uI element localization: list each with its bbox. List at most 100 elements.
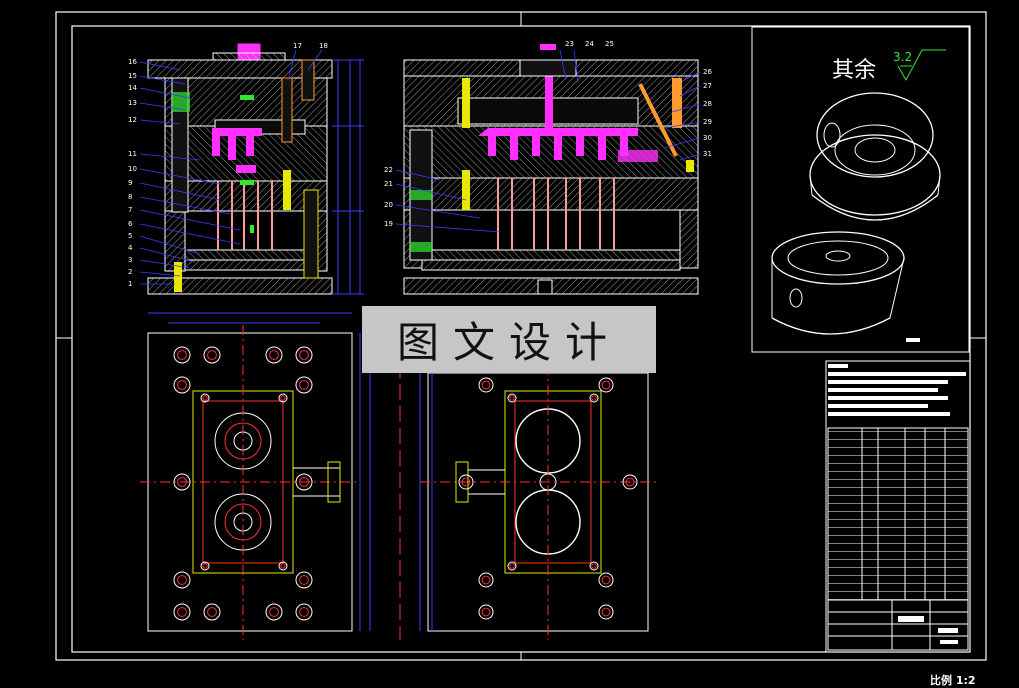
bolt-hole	[299, 607, 309, 617]
watermark-banner: 图文设计	[362, 306, 656, 373]
bolt-hole	[265, 603, 283, 621]
bolt-hole	[299, 575, 309, 585]
bolt-hole	[295, 603, 313, 621]
bolt-hole	[622, 474, 638, 490]
part-label-30: 30	[703, 134, 712, 142]
bolt-hole	[601, 575, 611, 585]
bolt-hole	[173, 603, 191, 621]
bolt-hole	[295, 346, 313, 364]
part-label-19: 19	[384, 220, 393, 228]
part-label-22: 22	[384, 166, 393, 174]
bolt-hole	[299, 350, 309, 360]
part-label-1: 1	[128, 280, 132, 288]
bolt-hole	[299, 477, 309, 487]
bolt-hole	[177, 477, 187, 487]
bolt-holes	[173, 346, 638, 621]
part-label-15: 15	[128, 72, 137, 80]
bolt-hole	[601, 380, 611, 390]
part-label-11: 11	[128, 150, 137, 158]
bolt-hole	[177, 380, 187, 390]
screw-hole	[591, 563, 597, 569]
surface-note-label: 其余	[832, 58, 877, 83]
bolt-hole	[295, 376, 313, 394]
bolt-hole	[173, 571, 191, 589]
screw-hole	[589, 393, 599, 403]
left-plan-view	[140, 312, 371, 640]
screw-hole	[278, 561, 288, 571]
bolt-hole	[177, 350, 187, 360]
part-label-28: 28	[703, 100, 712, 108]
screw-hole	[507, 561, 517, 571]
bolt-hole	[625, 477, 635, 487]
sheet-border	[55, 11, 987, 661]
screw-hole	[202, 395, 208, 401]
bolt-hole	[598, 572, 614, 588]
screw-hole	[280, 563, 286, 569]
screw-hole	[202, 563, 208, 569]
part-label-31: 31	[703, 150, 712, 158]
bolt-hole	[295, 571, 313, 589]
part-label-7: 7	[128, 206, 132, 214]
part-label-16: 16	[128, 58, 137, 66]
screw-hole	[280, 395, 286, 401]
screw-hole	[507, 393, 517, 403]
bolt-hole	[203, 603, 221, 621]
bolt-hole	[601, 607, 611, 617]
bolt-hole	[299, 380, 309, 390]
left-section-view	[139, 43, 364, 295]
part-label-25: 25	[605, 40, 614, 48]
part-view-box	[751, 26, 970, 353]
bolt-hole	[203, 346, 221, 364]
roughness-value: 3.2	[893, 50, 913, 64]
part-label-24: 24	[585, 40, 594, 48]
part-label-6: 6	[128, 220, 133, 228]
part-label-13: 13	[128, 99, 137, 107]
screw-hole	[509, 563, 515, 569]
part-label-27: 27	[703, 82, 712, 90]
screw-hole	[589, 561, 599, 571]
part-label-21: 21	[384, 180, 393, 188]
bolt-hole	[269, 607, 279, 617]
screw-hole	[591, 395, 597, 401]
right-section-view	[395, 44, 701, 295]
part-label-8: 8	[128, 193, 132, 201]
screw-hole	[509, 395, 515, 401]
part-label-9: 9	[128, 179, 132, 187]
scale-text: 比例 1:2	[930, 674, 976, 687]
part-label-20: 20	[384, 201, 393, 209]
part-label-5: 5	[128, 232, 132, 240]
bolt-hole	[265, 346, 283, 364]
part-label-23: 23	[565, 40, 574, 48]
bolt-hole	[478, 604, 494, 620]
bolt-hole	[173, 346, 191, 364]
bolt-hole	[458, 474, 474, 490]
bolt-hole	[481, 380, 491, 390]
part-label-4: 4	[128, 244, 133, 252]
bolt-hole	[173, 473, 191, 491]
part-label-12: 12	[128, 116, 137, 124]
right-plan-view	[399, 340, 656, 640]
part-label-14: 14	[128, 84, 137, 92]
bolt-hole	[461, 477, 471, 487]
bolt-hole	[478, 377, 494, 393]
bolt-hole	[173, 376, 191, 394]
screw-hole	[200, 393, 210, 403]
bolt-hole	[177, 575, 187, 585]
bolt-hole	[481, 575, 491, 585]
part-label-29: 29	[703, 118, 712, 126]
bolt-hole	[207, 607, 217, 617]
screw-hole	[278, 393, 288, 403]
part-label-2: 2	[128, 268, 132, 276]
part-label-17: 17	[293, 42, 302, 50]
bolt-hole	[598, 377, 614, 393]
part-label-26: 26	[703, 68, 712, 76]
bolt-hole	[295, 473, 313, 491]
part-label-18: 18	[319, 42, 328, 50]
bolt-hole	[598, 604, 614, 620]
bolt-hole	[207, 350, 217, 360]
bolt-hole	[478, 572, 494, 588]
bolt-hole	[481, 607, 491, 617]
part-label-10: 10	[128, 165, 137, 173]
